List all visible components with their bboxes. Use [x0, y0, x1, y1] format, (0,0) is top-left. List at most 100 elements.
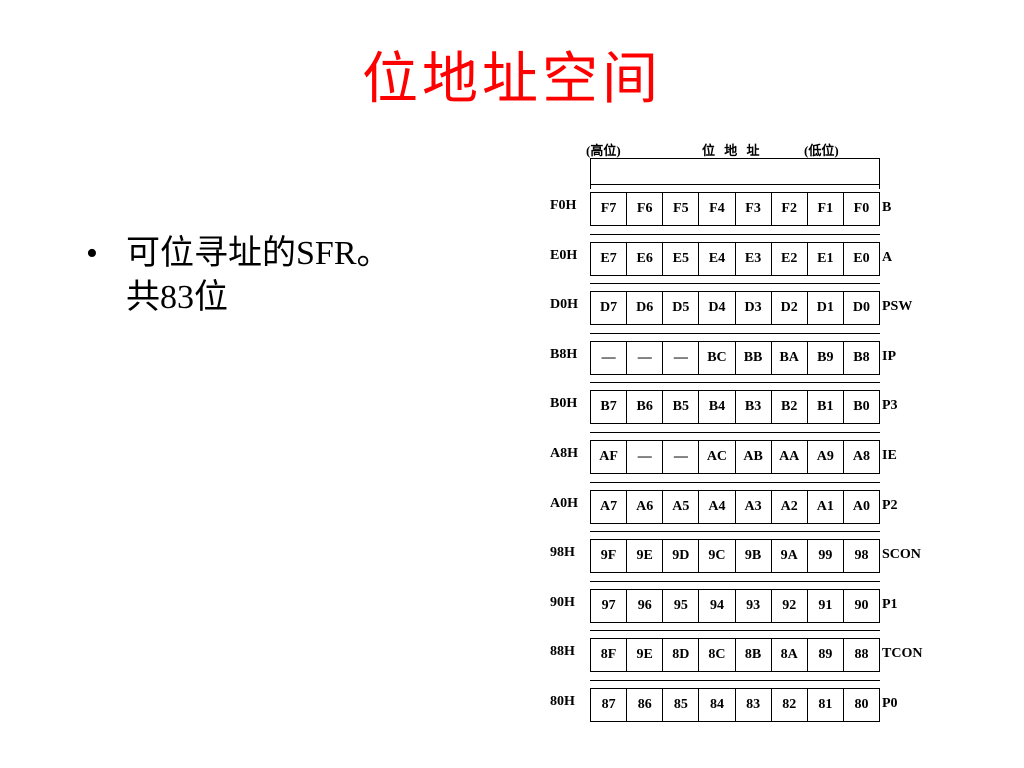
- bit-cell: BB: [736, 341, 772, 374]
- sfr-address: B0H: [550, 396, 578, 412]
- bit-cell: 92: [772, 589, 808, 622]
- bit-cell: D7: [591, 292, 628, 325]
- sfr-address: 90H: [550, 594, 575, 610]
- bit-cell: A1: [808, 490, 844, 523]
- bit-cell: AA: [772, 441, 808, 473]
- bit-cell: B8: [853, 349, 870, 365]
- bit-cell: —: [627, 341, 664, 374]
- sfr-name: P3: [882, 398, 898, 414]
- sfr-address: E0H: [550, 247, 578, 263]
- bit-cell: A6: [627, 490, 664, 523]
- bit-cell: B6: [627, 391, 664, 424]
- header-bit-address: 位 地 址: [702, 143, 763, 158]
- sfr-address: 98H: [550, 545, 575, 561]
- bit-cell: —: [663, 341, 700, 374]
- bit-cell: 96: [627, 589, 664, 622]
- bullet-line-2: 共83位: [126, 279, 228, 316]
- bit-cell: 9B: [736, 540, 772, 573]
- table-top-box: [590, 158, 880, 189]
- sfr-name: P2: [882, 497, 898, 513]
- header-low-bit: (低位): [804, 143, 839, 158]
- bit-cell: B5: [663, 391, 700, 424]
- sfr-address: D0H: [550, 297, 578, 313]
- bit-cell: 87: [591, 689, 628, 721]
- sfr-address: 80H: [550, 694, 575, 709]
- bit-cell: AF: [591, 441, 628, 473]
- bit-cell: A8: [852, 449, 870, 464]
- bit-cell: 94: [699, 589, 736, 622]
- bit-cell: —: [591, 341, 628, 374]
- bit-cell: E2: [772, 242, 808, 275]
- bit-cell: D6: [627, 292, 664, 325]
- bit-cell: D5: [663, 292, 700, 325]
- bullet-item: • 可位寻址的SFR。 共83位: [86, 232, 426, 320]
- row-separator: [590, 580, 880, 582]
- bit-cell: 88: [854, 647, 869, 663]
- bit-cell: A9: [808, 441, 844, 473]
- row-separator: [590, 283, 880, 285]
- bit-cell: E4: [699, 242, 736, 275]
- row-separator: [590, 382, 880, 384]
- bullet-line-1: 可位寻址的SFR。: [126, 235, 391, 272]
- bit-cell: A7: [591, 490, 628, 523]
- bit-cell: 9A: [772, 540, 808, 573]
- bit-cell: 93: [736, 589, 772, 622]
- row-separator: [590, 332, 880, 334]
- bit-cell: 8B: [736, 639, 772, 672]
- bit-cell: 8A: [772, 639, 808, 672]
- slide-title: 位地址空间: [362, 47, 662, 112]
- bit-cell: E6: [627, 242, 664, 275]
- sfr-address: F0H: [550, 198, 577, 213]
- row-separator: [590, 432, 880, 433]
- bit-cell: D1: [808, 292, 844, 325]
- bit-cell: 85: [663, 689, 700, 721]
- bit-cell: A4: [699, 490, 736, 523]
- bit-cell: 90: [854, 597, 869, 613]
- bit-cell: A5: [663, 490, 700, 523]
- bullet-dot: •: [86, 235, 98, 272]
- sfr-name: IP: [882, 348, 896, 364]
- bit-cell: E7: [591, 242, 628, 275]
- header-high-bit: (高位): [586, 143, 621, 158]
- bit-cell: 82: [772, 689, 808, 721]
- bit-cell: E3: [736, 242, 772, 275]
- bit-cell: F0: [853, 201, 870, 216]
- bit-cell: 95: [663, 589, 700, 622]
- bit-cell: —: [627, 441, 664, 473]
- bit-cell: 97: [591, 589, 628, 622]
- sfr-name: TCON: [882, 646, 923, 662]
- sfr-name: SCON: [882, 547, 921, 563]
- sfr-address: 88H: [550, 644, 575, 660]
- bit-cell: 8C: [699, 639, 736, 672]
- bit-cell: F1: [808, 193, 844, 225]
- bit-cell: D2: [772, 292, 808, 325]
- bit-cell: B0: [853, 399, 870, 415]
- sfr-name: P1: [882, 596, 898, 612]
- bit-cell: 80: [854, 697, 869, 712]
- bit-cell: F7: [591, 193, 628, 225]
- bit-cell: E5: [663, 242, 700, 275]
- sfr-name: A: [882, 249, 893, 265]
- bit-cell: 99: [808, 540, 844, 573]
- bit-cell: 81: [808, 689, 844, 721]
- sfr-name: P0: [882, 696, 898, 711]
- bit-cell: AC: [699, 441, 736, 473]
- bit-cell: B9: [808, 341, 844, 374]
